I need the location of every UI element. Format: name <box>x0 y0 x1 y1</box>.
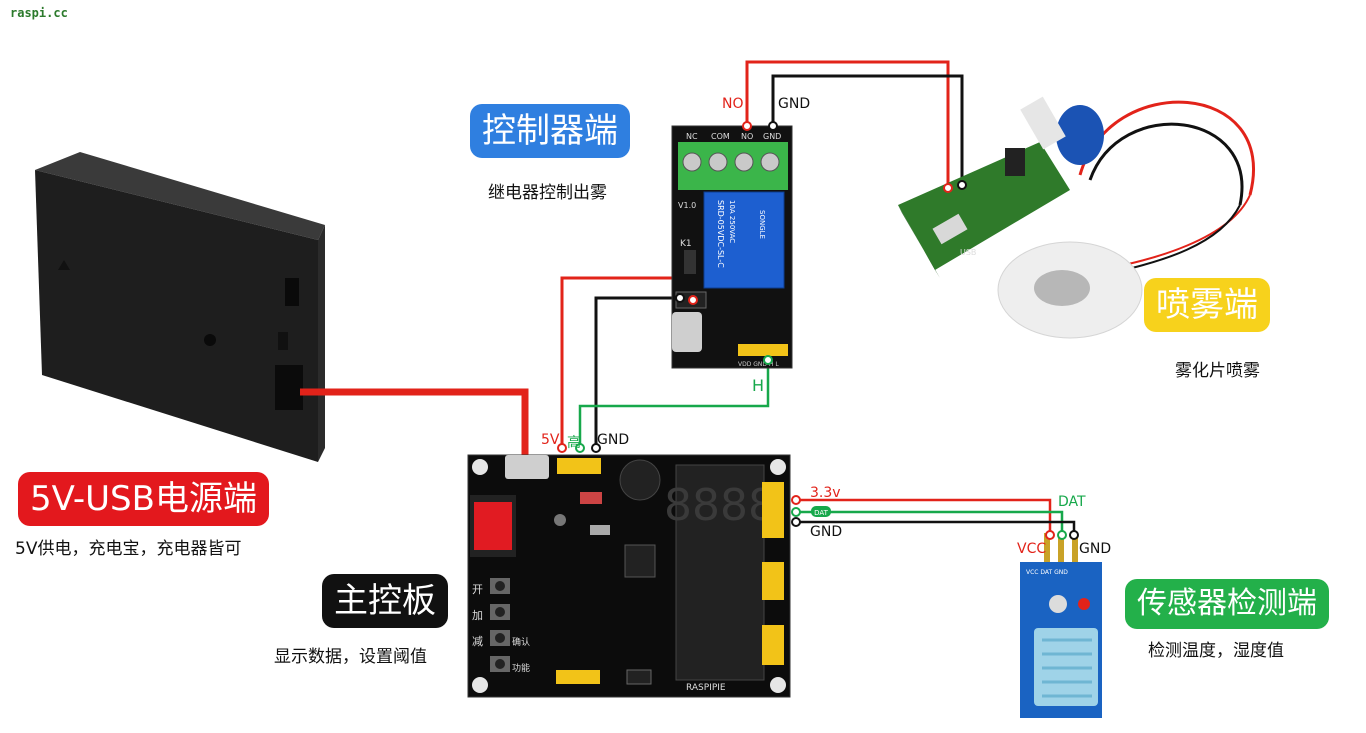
relay-module-image: NC COM NO GND SRD-05VDC-SL-C 10A 250VAC … <box>671 125 793 369</box>
atomizer-board-image: USB <box>898 96 1255 339</box>
controller-title: 控制器端 <box>470 104 630 158</box>
relay-brand-text: SONGLE <box>758 210 766 239</box>
relay-terminal-labels: NC COM NO GND <box>686 132 781 141</box>
label-board-5v: 5V <box>541 432 560 448</box>
relay-k1: K1 <box>680 239 692 249</box>
dht-pin-text: VCC DAT GND <box>1026 569 1068 576</box>
label-relay-h: H <box>752 376 765 395</box>
mainboard-caption: 显示数据，设置阈值 <box>274 647 427 667</box>
sensor-caption: 检测温度，湿度值 <box>1148 641 1284 661</box>
svg-text:减: 减 <box>472 635 483 648</box>
svg-text:加: 加 <box>472 609 483 622</box>
controller-caption: 继电器控制出雾 <box>488 183 607 203</box>
relay-version: V1.0 <box>678 201 696 210</box>
atomizer-usb-text: USB <box>960 248 976 257</box>
label-dht-gnd: GND <box>1079 541 1112 557</box>
wire-dat <box>796 510 1064 535</box>
relay-model-text: SRD-05VDC-SL-C <box>716 200 725 268</box>
svg-text:开: 开 <box>472 583 483 596</box>
relay-header-text: VDD GND H L <box>738 361 779 368</box>
label-board-high: 高 <box>567 435 581 451</box>
label-dht-vcc: VCC <box>1017 541 1047 557</box>
wire-3v3 <box>796 498 1052 535</box>
power-cable <box>300 388 529 455</box>
wire-gnd-relay <box>594 296 680 448</box>
dat-tag: DAT <box>814 509 829 517</box>
sensor-title: 传感器检测端 <box>1125 579 1329 629</box>
wire-no <box>745 60 950 188</box>
battery-box-image <box>35 152 325 462</box>
label-relay-no: NO <box>722 96 744 112</box>
svg-text:NO: NO <box>741 132 753 141</box>
label-sensor-gnd: GND <box>810 524 843 540</box>
relay-rating-text: 10A 250VAC <box>728 200 736 243</box>
main-board-brand: RASPIPIE <box>686 683 726 693</box>
seg-display-digit-1: 8888 <box>664 480 776 531</box>
label-dht-dat: DAT <box>1058 494 1086 510</box>
main-board-buttons <box>490 578 510 672</box>
label-relay-gnd: GND <box>778 96 811 112</box>
svg-text:功能: 功能 <box>512 662 530 674</box>
sprayer-caption: 雾化片喷雾 <box>1175 361 1260 381</box>
svg-text:NC: NC <box>686 132 698 141</box>
power-caption: 5V供电，充电宝，充电器皆可 <box>15 539 242 559</box>
svg-text:GND: GND <box>763 132 781 141</box>
svg-text:确认: 确认 <box>512 636 530 648</box>
label-sensor-3v3: 3.3v <box>810 485 841 501</box>
sprayer-title: 喷雾端 <box>1144 278 1270 332</box>
label-board-gnd: GND <box>597 432 630 448</box>
main-board-image: 8888 开 加 减 确认 功能 RASPIPIE DAT <box>467 454 831 698</box>
wire-relay-gnd <box>771 74 964 185</box>
svg-text:COM: COM <box>711 132 730 141</box>
dht-sensor-image: VCC DAT GND <box>1020 533 1102 718</box>
watermark: raspi.cc <box>10 6 68 20</box>
wire-high <box>578 360 770 448</box>
main-board-button-labels: 开 加 减 确认 功能 <box>472 583 530 674</box>
mainboard-title: 主控板 <box>322 574 448 628</box>
power-title: 5V-USB电源端 <box>18 472 269 526</box>
